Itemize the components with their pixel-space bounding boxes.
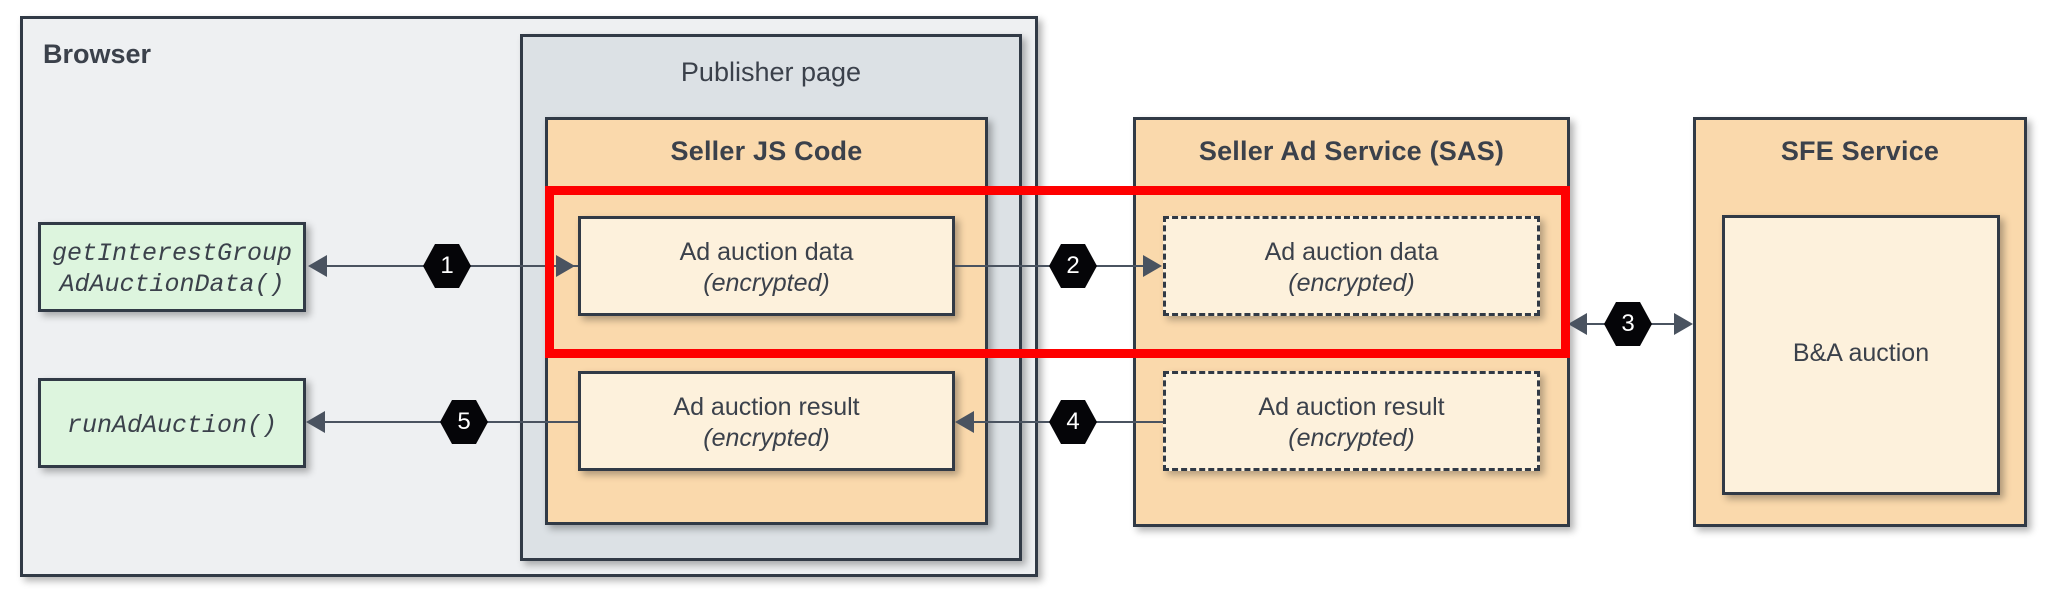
step-badge-5: 5 bbox=[440, 400, 488, 444]
sas-ad-auction-data: Ad auction data (encrypted) bbox=[1163, 216, 1540, 316]
arrow-1-right-head bbox=[556, 255, 575, 277]
step-badge-4: 4 bbox=[1049, 400, 1097, 444]
item-line1: Ad auction result bbox=[1258, 393, 1445, 421]
publisher-page-label: Publisher page bbox=[680, 57, 862, 87]
api-call-line1: getInterestGroup bbox=[51, 239, 293, 268]
sas-ad-auction-result: Ad auction result (encrypted) bbox=[1163, 371, 1540, 471]
sfe-service-label: SFE Service bbox=[1780, 136, 1940, 166]
item-line1: Ad auction data bbox=[1264, 238, 1439, 266]
api-call-get-interest-group-ad-auction-data: getInterestGroup AdAuctionData() bbox=[38, 222, 306, 312]
seller-js-code-label: Seller JS Code bbox=[670, 136, 863, 166]
sfe-ba-auction: B&A auction bbox=[1722, 215, 2000, 495]
item-line1: B&A auction bbox=[1792, 339, 1930, 367]
seller-js-ad-auction-result: Ad auction result (encrypted) bbox=[578, 371, 955, 471]
step-badge-3: 3 bbox=[1604, 302, 1652, 346]
seller-ad-service-label: Seller Ad Service (SAS) bbox=[1198, 136, 1505, 166]
arrow-2-head bbox=[1143, 255, 1162, 277]
step-badge-2: 2 bbox=[1049, 244, 1097, 288]
arrow-3-right-head bbox=[1674, 313, 1693, 335]
api-call-line2: AdAuctionData() bbox=[59, 270, 285, 299]
arrow-3-left-head bbox=[1568, 313, 1587, 335]
arrow-4-head bbox=[955, 411, 974, 433]
item-line2: (encrypted) bbox=[1288, 269, 1415, 297]
item-line1: Ad auction result bbox=[673, 393, 860, 421]
api-call-run-ad-auction: runAdAuction() bbox=[38, 378, 306, 468]
arrow-1-left-head bbox=[308, 255, 327, 277]
item-line1: Ad auction data bbox=[679, 238, 854, 266]
item-line2: (encrypted) bbox=[1288, 424, 1415, 452]
seller-js-ad-auction-data: Ad auction data (encrypted) bbox=[578, 216, 955, 316]
browser-label: Browser bbox=[43, 39, 152, 69]
item-line2: (encrypted) bbox=[703, 424, 830, 452]
item-line2: (encrypted) bbox=[703, 269, 830, 297]
api-call-line1: runAdAuction() bbox=[66, 411, 278, 440]
arrow-5-head bbox=[306, 411, 325, 433]
